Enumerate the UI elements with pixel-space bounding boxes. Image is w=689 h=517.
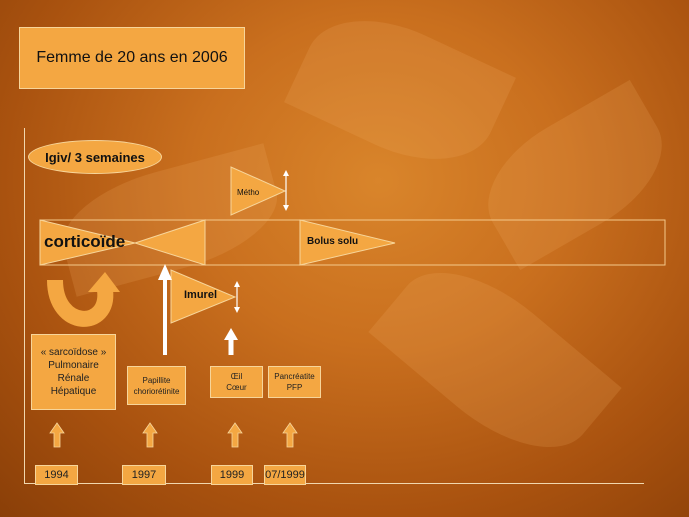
corticoid-label: corticoïde bbox=[44, 232, 126, 251]
event-line: Pulmonaire bbox=[48, 360, 99, 371]
year-label: 1994 bbox=[35, 465, 78, 485]
slide-title: Femme de 20 ans en 2006 bbox=[19, 27, 245, 89]
corticoid-left-triangle bbox=[39, 219, 136, 266]
corticoid-right-triangle bbox=[133, 219, 206, 266]
white-up-arrow bbox=[158, 264, 172, 280]
bolus-triangle bbox=[299, 219, 396, 266]
imurel-triangle bbox=[170, 269, 237, 324]
metho-label: Métho bbox=[237, 188, 260, 197]
event-line: choriorétinite bbox=[133, 386, 180, 396]
year-arrow bbox=[49, 422, 65, 448]
event-box-1994: « sarcoïdose » Pulmonaire Rénale Hépatiq… bbox=[31, 334, 116, 410]
year-label: 07/1999 bbox=[264, 465, 306, 485]
timeline-horizontal-axis bbox=[24, 483, 644, 484]
event-line: « sarcoïdose » bbox=[40, 347, 107, 358]
event-line: Œil bbox=[230, 372, 243, 381]
event-line: Hépatique bbox=[50, 386, 97, 397]
event-line: Rénale bbox=[57, 373, 90, 384]
year-arrow bbox=[282, 422, 298, 448]
ivig-label: Igiv/ 3 semaines bbox=[28, 140, 162, 174]
metho-triangle bbox=[230, 166, 287, 216]
event-line: Papillite bbox=[142, 375, 171, 385]
timeline-vertical-axis bbox=[24, 128, 25, 483]
event-line: Pancréatite bbox=[274, 372, 315, 381]
imurel-label: Imurel bbox=[184, 289, 218, 301]
year-arrow bbox=[227, 422, 243, 448]
event-line: PFP bbox=[286, 383, 303, 392]
cycle-arrow bbox=[47, 279, 114, 327]
event-box-07-1999: Pancréatite PFP bbox=[268, 366, 321, 398]
event-line: Cœur bbox=[226, 383, 247, 392]
year-arrow bbox=[142, 422, 158, 448]
year-label: 1999 bbox=[211, 465, 253, 485]
year-label: 1997 bbox=[122, 465, 166, 485]
white-up-arrow bbox=[224, 328, 238, 340]
event-box-1999: Œil Cœur bbox=[210, 366, 263, 398]
event-box-1997: Papillite choriorétinite bbox=[127, 366, 186, 405]
bolus-label: Bolus solu bbox=[307, 236, 359, 247]
